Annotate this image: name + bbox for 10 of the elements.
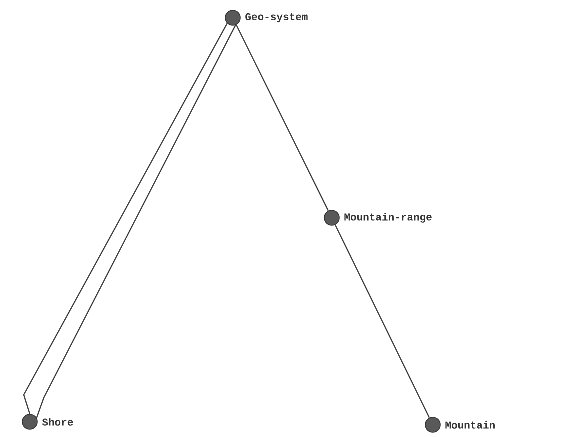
node-dot	[22, 414, 38, 430]
node-label: Mountain-range	[344, 213, 432, 223]
connector-line	[334, 224, 430, 418]
node-dot	[225, 10, 241, 26]
node-dot	[425, 417, 441, 433]
node-dot	[324, 210, 340, 226]
node-label: Shore	[42, 418, 74, 426]
node-label: Geo-system	[246, 13, 308, 23]
node-label: Mountain	[446, 421, 495, 429]
connector-line	[236, 24, 330, 212]
